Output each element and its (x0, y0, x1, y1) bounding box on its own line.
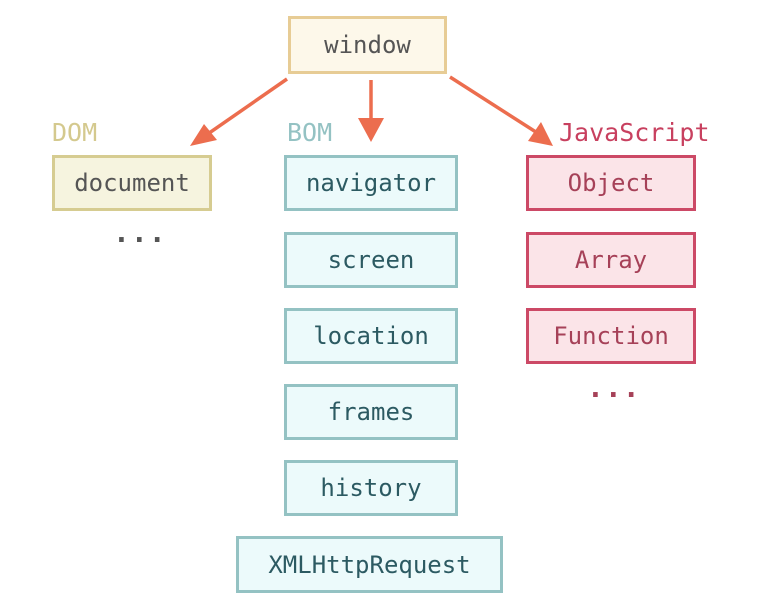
bom-item-screen: screen (284, 232, 458, 288)
bom-group-label: BOM (287, 118, 333, 147)
javascript-group-label: JavaScript (559, 118, 710, 147)
arrow-to-js (449, 75, 540, 136)
arrowhead-dom (190, 124, 217, 146)
dom-more-ellipsis: ... (113, 216, 167, 249)
dom-item-document: document (52, 155, 212, 211)
bom-item-history: history (284, 460, 458, 516)
bom-item-frames: frames (284, 384, 458, 440)
js-more-ellipsis: ... (587, 371, 641, 404)
arrow-to-dom (201, 77, 288, 140)
js-item-object: Object (526, 155, 696, 211)
bom-item-location: location (284, 308, 458, 364)
dom-group-label: DOM (52, 118, 98, 147)
arrowhead-bom (358, 118, 384, 142)
bom-item-xmlhttprequest: XMLHttpRequest (236, 536, 503, 593)
bom-item-navigator: navigator (284, 155, 458, 211)
window-node: window (288, 16, 447, 74)
js-item-array: Array (526, 232, 696, 288)
js-item-function: Function (526, 308, 696, 364)
arrowhead-js (528, 122, 553, 146)
